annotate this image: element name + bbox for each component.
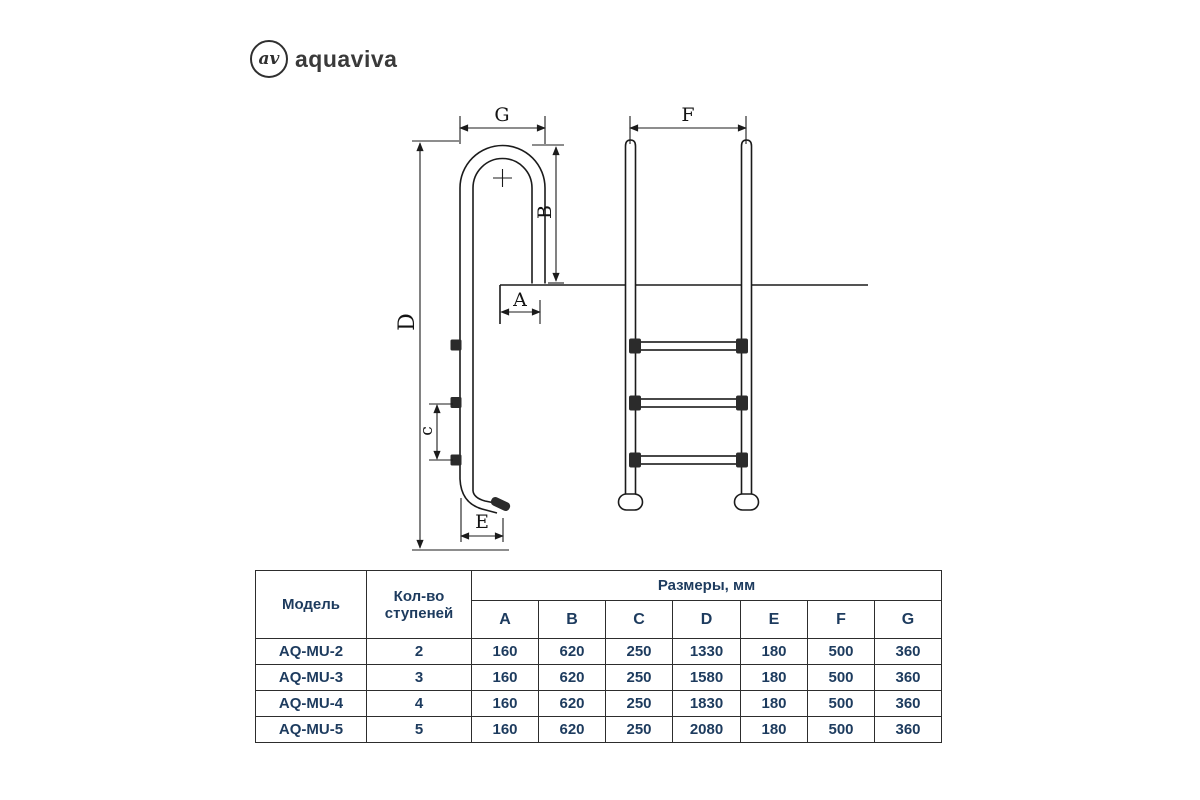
col-header-E: E bbox=[740, 600, 808, 639]
steps-cell: 2 bbox=[366, 638, 472, 665]
col-header-G: G bbox=[873, 600, 943, 639]
dimension-A: A bbox=[500, 289, 541, 324]
technical-drawing: G F B A D bbox=[395, 104, 868, 551]
value-cell: 250 bbox=[605, 638, 673, 665]
step-stub bbox=[450, 454, 462, 466]
value-cell: 160 bbox=[471, 664, 539, 691]
dimension-D: D bbox=[395, 140, 509, 551]
table-row: AQ-MU-5 5 160 620 250 2080 180 500 360 bbox=[255, 716, 943, 743]
col-header-A: A bbox=[471, 600, 539, 639]
value-cell: 2080 bbox=[672, 716, 741, 743]
dimension-label-C: c bbox=[417, 426, 437, 436]
model-cell: AQ-MU-4 bbox=[255, 690, 367, 717]
dimension-F: F bbox=[629, 104, 747, 144]
value-cell: 250 bbox=[605, 664, 673, 691]
value-cell: 180 bbox=[740, 716, 808, 743]
dimension-label-G: G bbox=[494, 104, 509, 126]
ladder-step bbox=[629, 338, 748, 354]
value-cell: 620 bbox=[538, 690, 606, 717]
value-cell: 1830 bbox=[672, 690, 741, 717]
value-cell: 500 bbox=[807, 638, 875, 665]
col-header-D: D bbox=[672, 600, 741, 639]
value-cell: 620 bbox=[538, 638, 606, 665]
brand-name: aquaviva bbox=[295, 45, 398, 72]
col-header-model: Модель bbox=[255, 570, 367, 639]
dimension-label-E: E bbox=[475, 511, 489, 533]
brand-logo: av aquaviva bbox=[250, 40, 397, 78]
value-cell: 180 bbox=[740, 638, 808, 665]
value-cell: 360 bbox=[873, 664, 943, 691]
col-header-steps: Кол-во ступеней bbox=[366, 570, 472, 639]
model-cell: AQ-MU-5 bbox=[255, 716, 367, 743]
col-header-dimensions: Размеры, мм bbox=[470, 570, 943, 601]
model-cell: AQ-MU-3 bbox=[255, 664, 367, 691]
ladder-front-view bbox=[617, 139, 760, 511]
value-cell: 500 bbox=[807, 690, 875, 717]
logo-monogram: av bbox=[258, 48, 280, 69]
dimension-label-A: A bbox=[512, 289, 527, 311]
value-cell: 180 bbox=[740, 690, 808, 717]
table-row: AQ-MU-2 2 160 620 250 1330 180 500 360 bbox=[255, 638, 943, 665]
ladder-step bbox=[629, 452, 748, 468]
value-cell: 160 bbox=[471, 638, 539, 665]
value-cell: 500 bbox=[807, 664, 875, 691]
ladder-side-view bbox=[450, 144, 546, 514]
dimension-label-D: D bbox=[395, 313, 420, 331]
value-cell: 160 bbox=[471, 716, 539, 743]
steps-cell: 5 bbox=[366, 716, 472, 743]
steps-cell: 3 bbox=[366, 664, 472, 691]
table-row: AQ-MU-4 4 160 620 250 1830 180 500 360 bbox=[255, 690, 943, 717]
col-header-C: C bbox=[605, 600, 673, 639]
deck-line bbox=[499, 284, 868, 324]
value-cell: 250 bbox=[605, 716, 673, 743]
ladder-foot bbox=[733, 493, 760, 511]
value-cell: 360 bbox=[873, 716, 943, 743]
ladder-step bbox=[629, 395, 748, 411]
col-header-B: B bbox=[538, 600, 606, 639]
dimension-G: G bbox=[459, 104, 546, 144]
ladder-foot-pad bbox=[490, 497, 511, 511]
value-cell: 1330 bbox=[672, 638, 741, 665]
step-stub bbox=[450, 339, 462, 351]
value-cell: 250 bbox=[605, 690, 673, 717]
dimension-C: c bbox=[417, 403, 453, 461]
logo-circle-icon: av bbox=[250, 40, 288, 78]
dimension-label-F: F bbox=[681, 104, 694, 126]
value-cell: 620 bbox=[538, 716, 606, 743]
model-cell: AQ-MU-2 bbox=[255, 638, 367, 665]
value-cell: 500 bbox=[807, 716, 875, 743]
value-cell: 1580 bbox=[672, 664, 741, 691]
col-header-F: F bbox=[807, 600, 875, 639]
center-cross-mark bbox=[493, 169, 512, 187]
table-row: AQ-MU-3 3 160 620 250 1580 180 500 360 bbox=[255, 664, 943, 691]
step-stub bbox=[450, 397, 462, 408]
dimensions-table: Модель Кол-во ступеней Размеры, мм A B C… bbox=[255, 570, 943, 743]
ladder-foot bbox=[617, 493, 644, 511]
dimension-B: B bbox=[532, 144, 564, 284]
value-cell: 180 bbox=[740, 664, 808, 691]
steps-cell: 4 bbox=[366, 690, 472, 717]
value-cell: 360 bbox=[873, 690, 943, 717]
value-cell: 160 bbox=[471, 690, 539, 717]
value-cell: 360 bbox=[873, 638, 943, 665]
value-cell: 620 bbox=[538, 664, 606, 691]
dimension-E: E bbox=[460, 498, 504, 542]
dimension-label-B: B bbox=[534, 205, 556, 219]
